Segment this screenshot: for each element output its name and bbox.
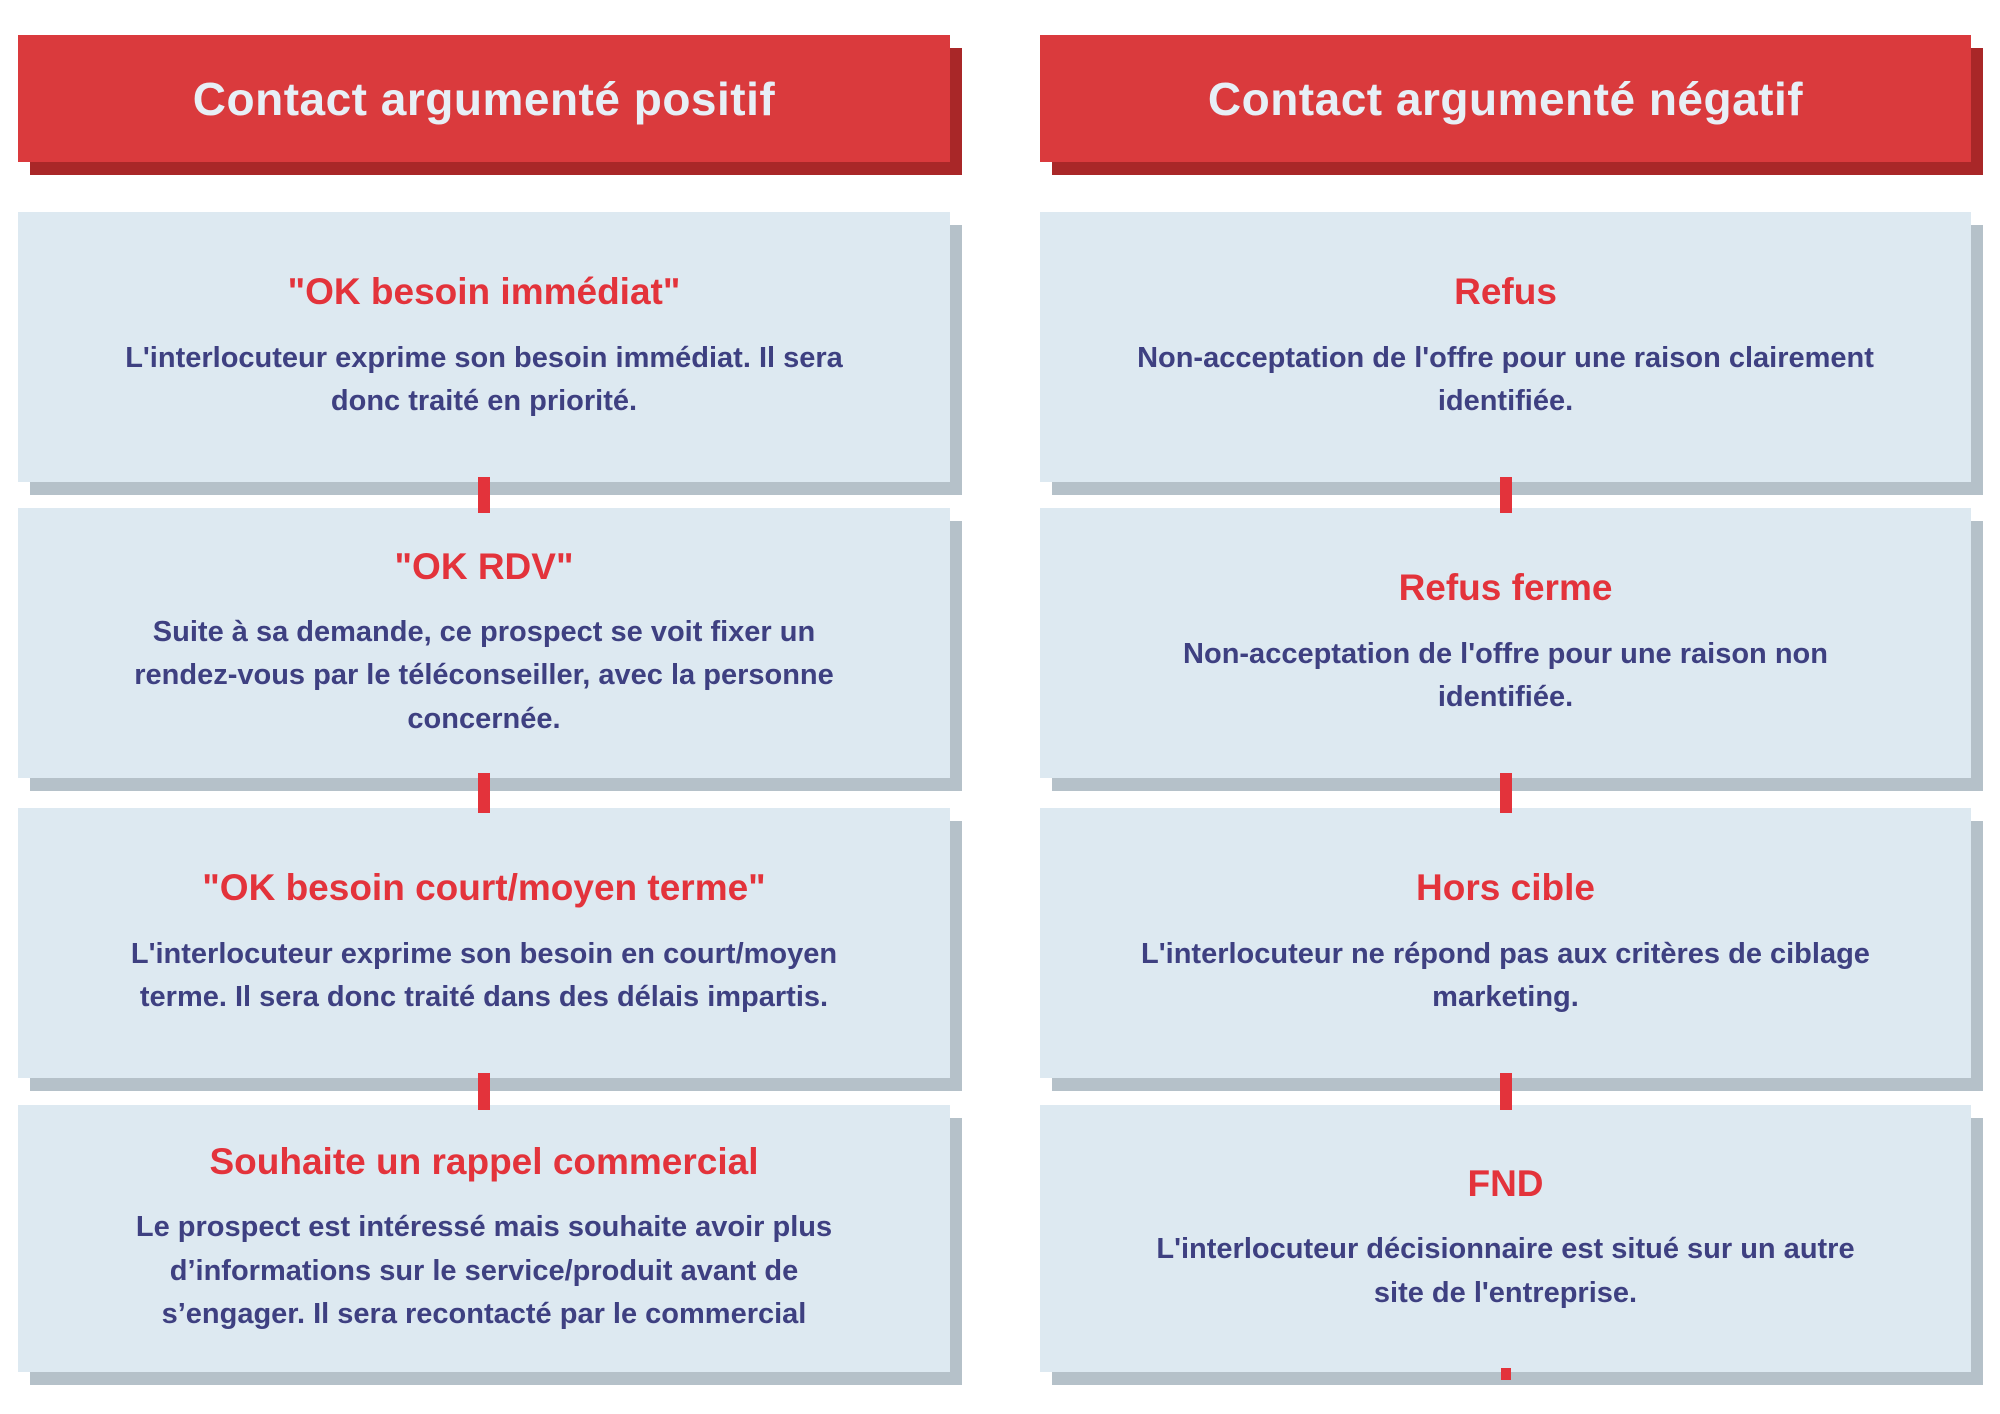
box-body: L'interlocuteur exprime son besoin imméd…	[125, 341, 843, 418]
box-body: Non-acceptation de l'offre pour une rais…	[1137, 341, 1874, 418]
box-refus-ferme: Refus ferme Non-acceptation de l'offre p…	[1040, 508, 1971, 778]
header-title: Contact argumenté positif	[192, 72, 776, 125]
connector-line	[478, 773, 490, 813]
box-title: "OK besoin court/moyen terme"	[202, 867, 766, 909]
column-contact-positif: Contact argumenté positif "OK besoin imm…	[18, 0, 950, 1414]
connector-line	[1499, 1073, 1512, 1110]
box-body: Suite à sa demande, ce prospect se voit …	[134, 615, 834, 735]
connector-line	[478, 477, 490, 513]
column-contact-negatif: Contact argumenté négatif Refus Non-acce…	[1040, 0, 1971, 1414]
box-souhaite-rappel-commercial: Souhaite un rappel commercial Le prospec…	[18, 1105, 950, 1372]
box-fnd: FND L'interlocuteur décisionnaire est si…	[1040, 1105, 1971, 1372]
box-title: Refus ferme	[1398, 567, 1613, 609]
header-contact-negatif: Contact argumenté négatif	[1040, 35, 1971, 162]
connector-line	[1499, 477, 1512, 513]
header-title: Contact argumenté négatif	[1207, 72, 1804, 125]
box-title: Hors cible	[1416, 867, 1595, 909]
header-contact-positif: Contact argumenté positif	[18, 35, 950, 162]
box-body: L'interlocuteur ne répond pas aux critèr…	[1141, 937, 1870, 1014]
box-title: Souhaite un rappel commercial	[209, 1141, 759, 1183]
box-hors-cible: Hors cible L'interlocuteur ne répond pas…	[1040, 808, 1971, 1078]
box-title: Refus	[1454, 271, 1557, 313]
box-ok-besoin-court-moyen-terme: "OK besoin court/moyen terme" L'interloc…	[18, 808, 950, 1078]
box-ok-besoin-immediat: "OK besoin immédiat" L'interlocuteur exp…	[18, 212, 950, 482]
box-title: FND	[1467, 1162, 1544, 1204]
box-title: "OK RDV"	[394, 545, 574, 587]
connector-line	[478, 1073, 490, 1110]
box-body: Le prospect est intéressé mais souhaite …	[135, 1211, 833, 1331]
box-body: Non-acceptation de l'offre pour une rais…	[1183, 637, 1828, 714]
connector-line	[1499, 773, 1512, 813]
box-ok-rdv: "OK RDV" Suite à sa demande, ce prospect…	[18, 508, 950, 778]
connector-stub	[1500, 1368, 1511, 1380]
box-refus: Refus Non-acceptation de l'offre pour un…	[1040, 212, 1971, 482]
box-title: "OK besoin immédiat"	[287, 271, 681, 313]
box-body: L'interlocuteur décisionnaire est situé …	[1156, 1233, 1855, 1309]
box-body: L'interlocuteur exprime son besoin en co…	[130, 937, 838, 1014]
